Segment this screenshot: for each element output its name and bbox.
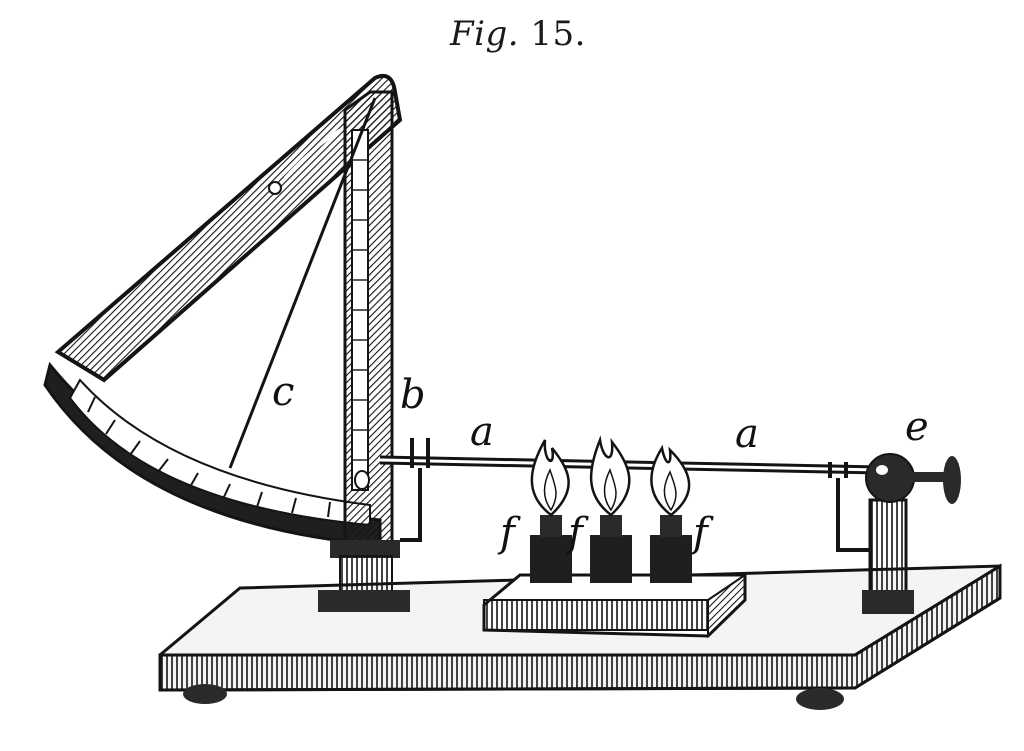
figure-title-number: 15. [530, 14, 586, 54]
label-b: b [400, 372, 426, 418]
label-f-1: f [497, 510, 521, 556]
heated-rod [379, 455, 881, 475]
figure-title-prefix: Fig. [450, 14, 520, 54]
label-a-right: a [735, 411, 759, 457]
flame-1 [530, 439, 570, 517]
label-f-3: f [690, 510, 714, 556]
vertical-upright [343, 90, 394, 550]
base-feet [183, 684, 844, 710]
lamp-tray [482, 573, 747, 639]
spirit-lamp-3 [650, 515, 692, 583]
graduated-arc [43, 361, 382, 547]
label-e: e [905, 404, 929, 450]
quadrant-arm [54, 73, 403, 383]
label-f-2: f [565, 510, 589, 556]
screw-clamp-e [862, 453, 961, 614]
flame-3 [650, 444, 691, 517]
index-pointer [228, 97, 377, 469]
label-a-left: a [470, 409, 494, 455]
figure-title: Fig. 15. [450, 14, 586, 54]
rod-support-b [400, 438, 430, 542]
rod-support-right [828, 462, 870, 552]
label-c: c [272, 369, 294, 415]
flame-2 [589, 435, 631, 517]
spirit-lamp-2 [590, 515, 632, 583]
left-pedestal [318, 540, 410, 612]
spirit-lamp-1 [530, 515, 572, 583]
